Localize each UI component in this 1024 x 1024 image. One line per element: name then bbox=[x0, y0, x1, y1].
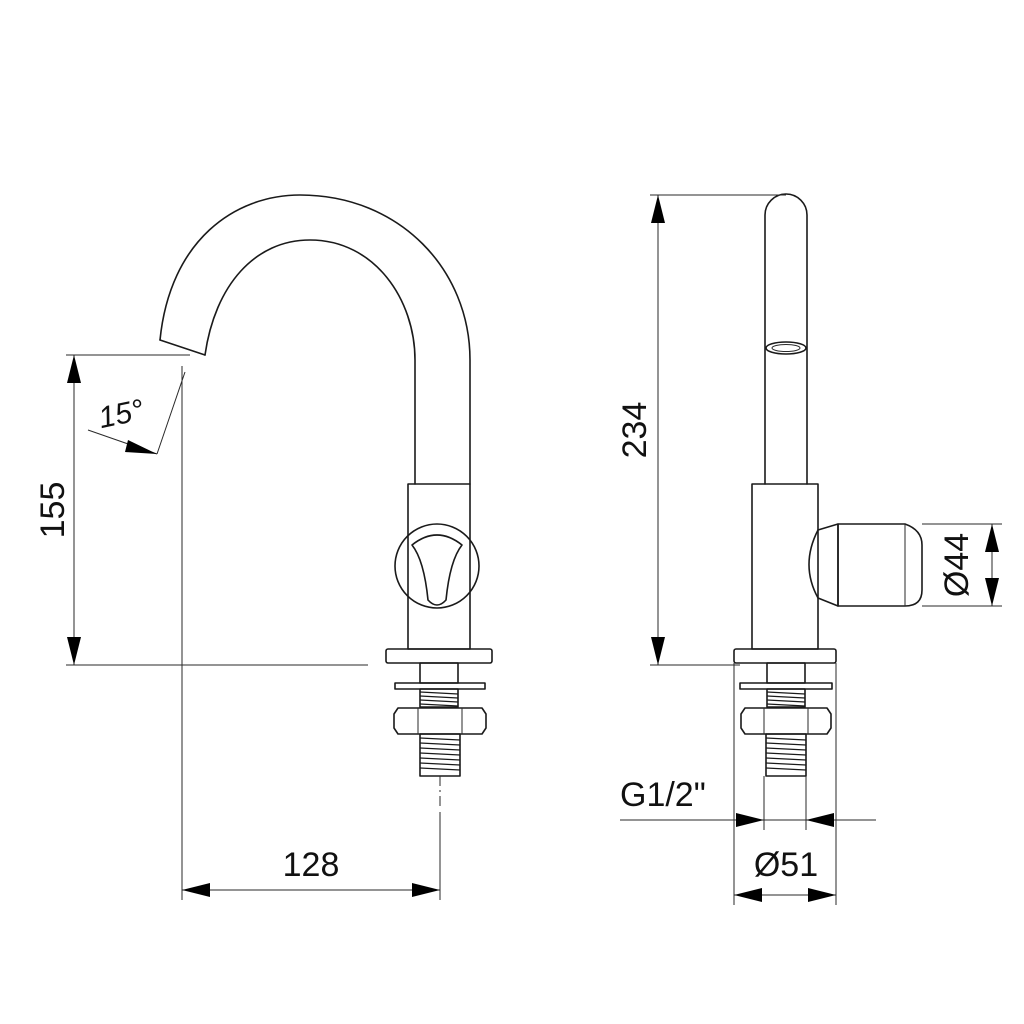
arrow-155-top bbox=[67, 355, 81, 383]
arrow-51-right bbox=[808, 888, 836, 902]
spout-outer bbox=[159, 194, 471, 485]
handle-lever bbox=[411, 534, 463, 606]
side-base-plate bbox=[733, 648, 837, 664]
spout-height-label: 155 bbox=[34, 482, 72, 539]
spout-inner bbox=[204, 239, 416, 485]
side-spout bbox=[764, 193, 808, 485]
thread-lines-upper bbox=[419, 691, 459, 707]
front-dimensions: 155 15° 128 bbox=[34, 354, 441, 900]
side-body bbox=[751, 483, 819, 650]
side-thread-lines-upper bbox=[766, 691, 806, 707]
thread-lines-lower bbox=[419, 737, 461, 771]
arrow-44-top bbox=[985, 524, 999, 552]
thread-size-label: G1/2" bbox=[620, 776, 706, 814]
handle-knob bbox=[394, 523, 480, 609]
arrow-thread-right bbox=[806, 813, 834, 827]
washer bbox=[394, 682, 486, 690]
arrow-thread-left bbox=[736, 813, 764, 827]
front-view bbox=[159, 194, 493, 810]
faucet-body bbox=[407, 483, 471, 650]
spout-tip bbox=[159, 339, 206, 356]
handle-neck bbox=[808, 523, 839, 607]
side-handle bbox=[837, 523, 923, 607]
side-washer bbox=[739, 682, 833, 690]
side-thread-lines-lower bbox=[765, 737, 807, 771]
side-dimensions: 234 Ø44 G1/2" Ø51 bbox=[616, 194, 1002, 905]
angle-arrow bbox=[125, 440, 157, 454]
total-height-label: 234 bbox=[616, 402, 654, 459]
side-view bbox=[733, 193, 923, 777]
arrow-128-left bbox=[182, 883, 210, 897]
arrow-234-bottom bbox=[651, 637, 665, 665]
base-diameter-label: Ø51 bbox=[754, 846, 818, 884]
arrow-44-bottom bbox=[985, 578, 999, 606]
angle-line bbox=[156, 371, 186, 455]
arrow-128-right bbox=[412, 883, 440, 897]
lock-nut bbox=[393, 707, 487, 735]
side-upper-shank bbox=[766, 662, 806, 684]
upper-shank bbox=[419, 662, 459, 684]
arrow-234-top bbox=[651, 195, 665, 223]
base-plate bbox=[385, 648, 493, 664]
spout-reach-label: 128 bbox=[283, 846, 340, 884]
handle-diameter-label: Ø44 bbox=[938, 533, 976, 597]
side-lock-nut bbox=[740, 707, 832, 735]
arrow-155-bottom bbox=[67, 637, 81, 665]
aerator bbox=[765, 341, 807, 355]
arrow-51-left bbox=[734, 888, 762, 902]
spout-angle-label: 15° bbox=[96, 393, 147, 435]
